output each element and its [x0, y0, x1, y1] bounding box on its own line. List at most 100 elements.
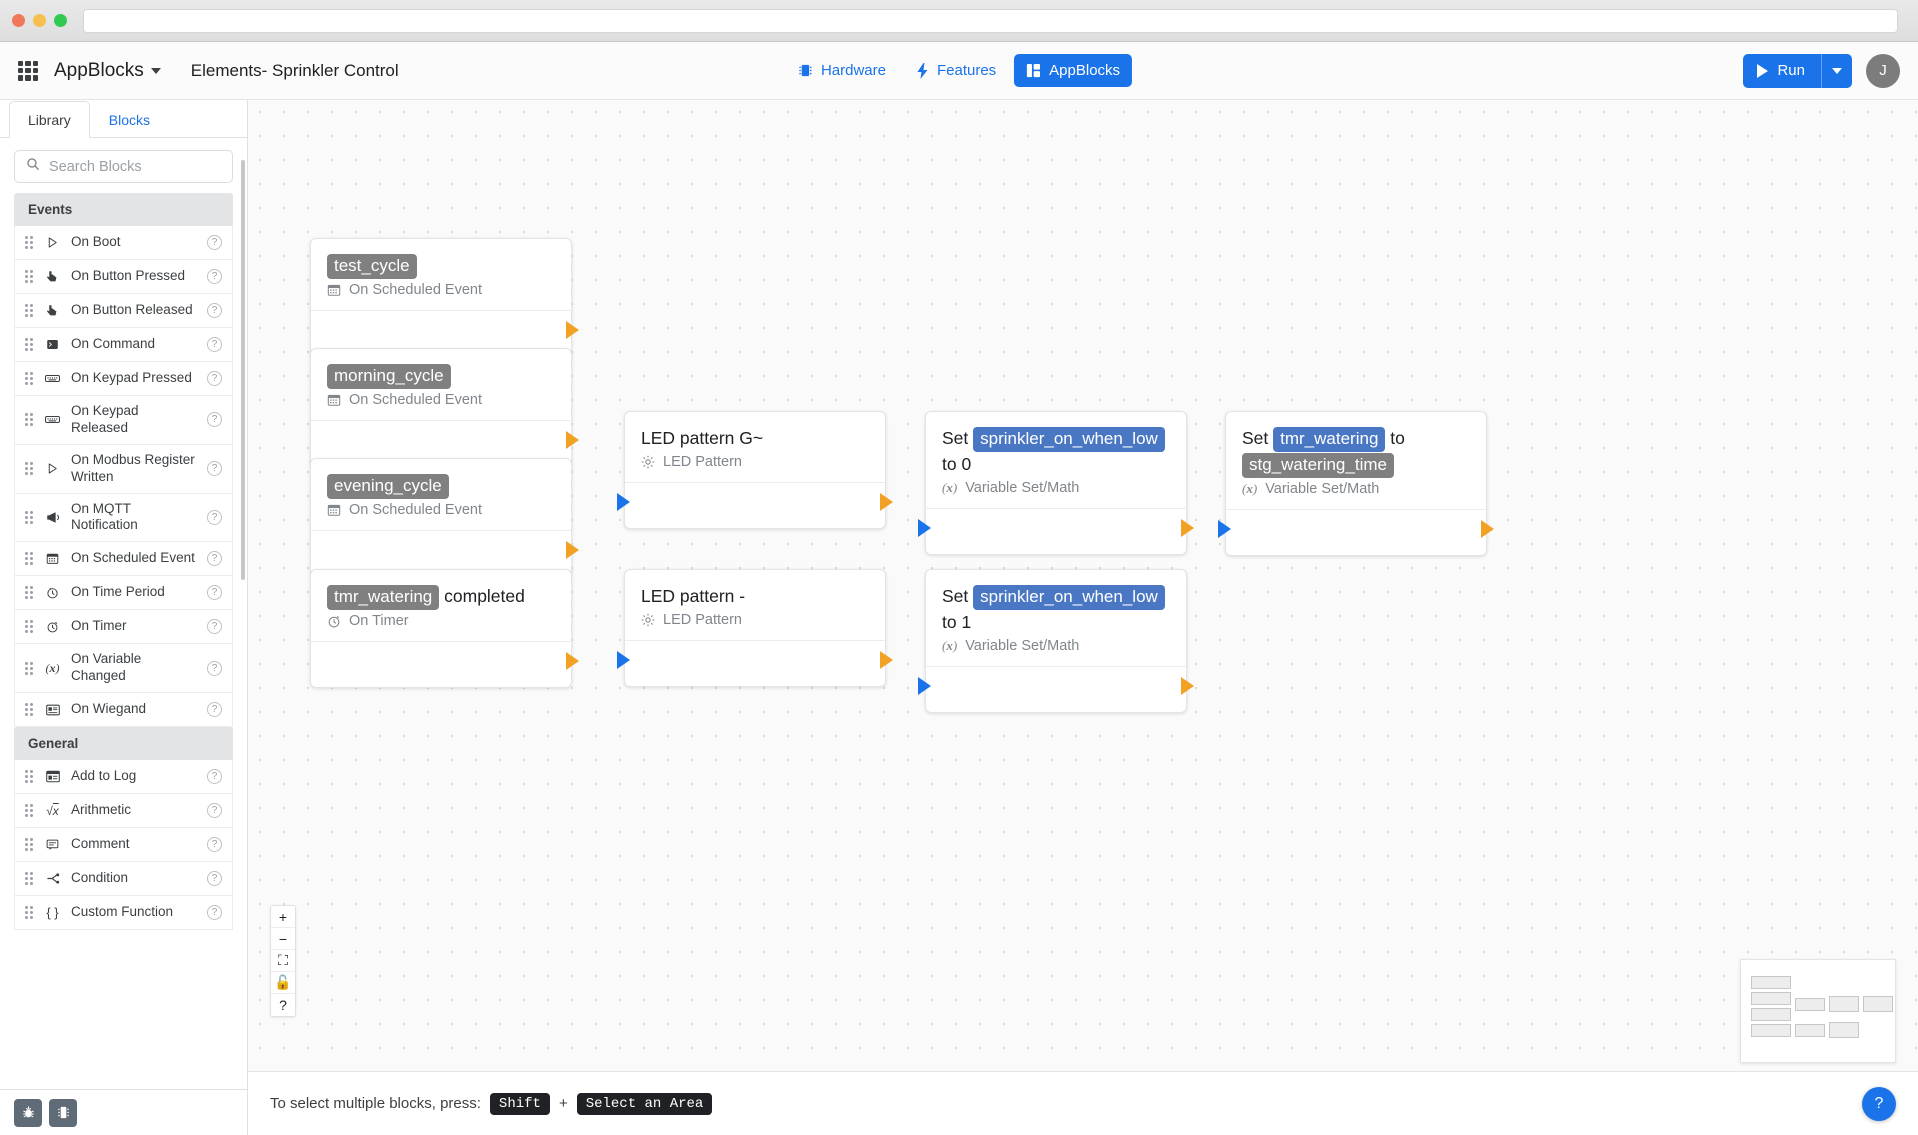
library-item-on-scheduled-event[interactable]: On Scheduled Event?: [14, 542, 233, 577]
apps-grid-icon[interactable]: [18, 60, 38, 81]
drag-handle-icon[interactable]: [25, 586, 34, 600]
library-item-condition[interactable]: Condition?: [14, 862, 233, 896]
node-input-port[interactable]: [1218, 519, 1231, 538]
zoom-in-button[interactable]: +: [271, 906, 295, 928]
sidebar-scrollbar[interactable]: [241, 160, 245, 580]
node-output-port[interactable]: [880, 651, 893, 670]
drag-handle-icon[interactable]: [25, 270, 34, 283]
debug-bug-icon[interactable]: [14, 1098, 42, 1127]
help-icon[interactable]: ?: [207, 905, 222, 920]
node-output-port[interactable]: [566, 540, 579, 559]
nav-tab-features[interactable]: Features: [904, 54, 1008, 87]
node-output-port[interactable]: [1181, 677, 1194, 696]
flow-node[interactable]: LED pattern G~LED Pattern: [617, 411, 893, 530]
help-icon[interactable]: ?: [207, 871, 222, 886]
library-item-on-button-pressed[interactable]: On Button Pressed?: [14, 260, 233, 294]
drag-handle-icon[interactable]: [25, 872, 34, 885]
minimize-window-button[interactable]: [33, 14, 46, 27]
avatar[interactable]: J: [1866, 53, 1900, 88]
node-input-port[interactable]: [918, 519, 931, 538]
node-output-port[interactable]: [880, 493, 893, 512]
search-box[interactable]: [14, 150, 233, 183]
help-icon[interactable]: ?: [207, 551, 222, 567]
drag-handle-icon[interactable]: [25, 372, 34, 385]
help-icon[interactable]: ?: [207, 371, 222, 386]
close-window-button[interactable]: [12, 14, 25, 27]
value-chip[interactable]: stg_watering_time: [1242, 452, 1394, 478]
canvas-help-button[interactable]: ?: [271, 994, 295, 1016]
drag-handle-icon[interactable]: [25, 462, 34, 476]
maximize-window-button[interactable]: [54, 14, 67, 27]
library-item-on-button-released[interactable]: On Button Released?: [14, 294, 233, 328]
flow-node[interactable]: Set tmr_watering to stg_watering_time(x)…: [1218, 411, 1494, 556]
canvas-minimap[interactable]: [1740, 959, 1896, 1063]
drag-handle-icon[interactable]: [25, 304, 34, 317]
help-icon[interactable]: ?: [207, 585, 222, 601]
flow-node[interactable]: Set sprinkler_on_when_low to 1(x)Variabl…: [918, 569, 1194, 714]
zoom-out-button[interactable]: −: [271, 928, 295, 950]
browser-address-bar[interactable]: [83, 8, 1898, 33]
node-output-port[interactable]: [566, 320, 579, 339]
run-button-group[interactable]: Run: [1743, 53, 1852, 88]
library-item-on-variable-changed[interactable]: (x)On Variable Changed?: [14, 644, 233, 693]
drag-handle-icon[interactable]: [25, 804, 34, 817]
drag-handle-icon[interactable]: [25, 413, 34, 427]
flow-node[interactable]: LED pattern -LED Pattern: [617, 569, 893, 688]
help-icon[interactable]: ?: [207, 235, 222, 250]
variable-chip[interactable]: sprinkler_on_when_low: [973, 585, 1165, 610]
variable-chip[interactable]: evening_cycle: [327, 474, 449, 499]
nav-tab-hardware[interactable]: Hardware: [786, 54, 898, 87]
help-icon[interactable]: ?: [207, 803, 222, 818]
help-icon[interactable]: ?: [207, 660, 222, 676]
tab-blocks[interactable]: Blocks: [108, 112, 151, 128]
help-fab-button[interactable]: ?: [1862, 1087, 1896, 1121]
drag-handle-icon[interactable]: [25, 620, 34, 634]
drag-handle-icon[interactable]: [25, 838, 34, 851]
help-icon[interactable]: ?: [207, 509, 222, 525]
node-output-port[interactable]: [1181, 519, 1194, 538]
fit-view-button[interactable]: ⛶: [271, 950, 295, 972]
variable-chip[interactable]: sprinkler_on_when_low: [973, 427, 1165, 452]
help-icon[interactable]: ?: [207, 619, 222, 635]
library-item-on-wiegand[interactable]: On Wiegand?: [14, 693, 233, 727]
node-output-port[interactable]: [1481, 519, 1494, 538]
help-icon[interactable]: ?: [207, 269, 222, 284]
node-input-port[interactable]: [617, 493, 630, 512]
variable-chip[interactable]: test_cycle: [327, 254, 417, 279]
help-icon[interactable]: ?: [207, 837, 222, 852]
library-item-on-keypad-pressed[interactable]: On Keypad Pressed?: [14, 362, 233, 396]
help-icon[interactable]: ?: [207, 303, 222, 318]
drag-handle-icon[interactable]: [25, 510, 34, 524]
flow-node[interactable]: Set sprinkler_on_when_low to 0(x)Variabl…: [918, 411, 1194, 556]
drag-handle-icon[interactable]: [25, 552, 34, 566]
node-output-port[interactable]: [566, 430, 579, 449]
help-icon[interactable]: ?: [207, 412, 222, 428]
search-input[interactable]: [49, 158, 221, 175]
help-icon[interactable]: ?: [207, 702, 222, 717]
library-item-on-boot[interactable]: On Boot?: [14, 226, 233, 260]
help-icon[interactable]: ?: [207, 337, 222, 352]
variable-chip[interactable]: tmr_watering: [327, 585, 440, 610]
variable-chip[interactable]: tmr_watering: [1273, 427, 1386, 452]
run-dropdown-button[interactable]: [1821, 53, 1852, 88]
run-button[interactable]: Run: [1743, 62, 1821, 79]
lock-toggle-button[interactable]: 🔓: [271, 972, 295, 994]
node-input-port[interactable]: [918, 677, 931, 696]
drag-handle-icon[interactable]: [25, 236, 34, 249]
library-item-on-timer[interactable]: On Timer?: [14, 610, 233, 645]
tab-library[interactable]: Library: [9, 101, 90, 138]
library-item-on-time-period[interactable]: On Time Period?: [14, 576, 233, 611]
library-item-on-mqtt-notification[interactable]: On MQTT Notification?: [14, 493, 233, 543]
help-icon[interactable]: ?: [207, 461, 222, 477]
help-icon[interactable]: ?: [207, 769, 222, 784]
library-item-on-modbus-register-written[interactable]: On Modbus Register Written?: [14, 444, 233, 494]
drag-handle-icon[interactable]: [25, 338, 34, 351]
library-item-comment[interactable]: Comment?: [14, 828, 233, 862]
drag-handle-icon[interactable]: [25, 906, 34, 919]
canvas-zoom-controls[interactable]: +−⛶🔓?: [270, 905, 296, 1017]
